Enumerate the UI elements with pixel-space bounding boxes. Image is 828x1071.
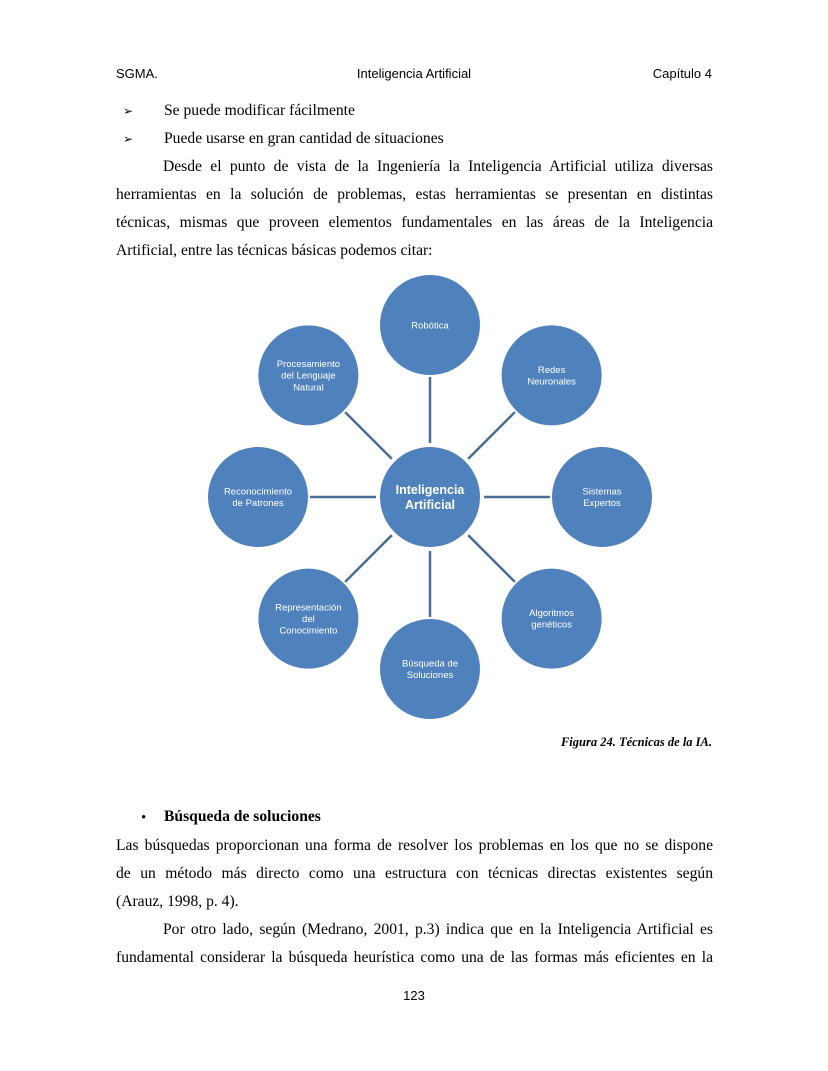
technique-label: Neuronales <box>527 376 576 387</box>
technique-label: Algoritmos <box>529 608 574 619</box>
technique-node <box>501 325 602 426</box>
bullet-item: Se puede modificar fácilmente <box>164 102 355 119</box>
technique-node <box>208 447 308 547</box>
technique-node <box>380 619 480 719</box>
technique-label: de Patrones <box>232 498 283 509</box>
technique-label: Búsqueda de <box>402 659 458 670</box>
technique-label: del Lenguaje <box>281 371 335 382</box>
section-paragraph-2: Por otro lado, según (Medrano, 2001, p.3… <box>116 916 713 972</box>
page-number: 123 <box>403 988 425 1003</box>
center-node <box>380 447 480 547</box>
technique-label: Redes <box>538 365 566 376</box>
bullet-item: Puede usarse en gran cantidad de situaci… <box>164 130 444 147</box>
technique-node <box>258 325 359 426</box>
connector-line <box>344 534 393 583</box>
header-title: Inteligencia Artificial <box>356 66 472 81</box>
technique-label: Representación <box>275 602 342 613</box>
technique-label: Reconocimiento <box>224 487 292 498</box>
diagram-nodes: RobóticaRedesNeuronalesSistemasExpertosA… <box>208 275 652 719</box>
connector-line <box>467 411 516 460</box>
center-label: Artificial <box>405 498 455 512</box>
technique-label: Conocimiento <box>279 626 337 637</box>
arrow-bullet-icon: ➢ <box>123 132 134 146</box>
technique-node <box>501 568 602 669</box>
center-label: Inteligencia <box>396 483 466 497</box>
paragraph-line: de un método más directo como una estruc… <box>116 865 713 882</box>
paragraph-line: fundamental considerar la búsqueda heurí… <box>116 949 713 966</box>
technique-label: Soluciones <box>407 670 454 681</box>
technique-label: del <box>302 614 315 625</box>
technique-label: Sistemas <box>582 487 621 498</box>
technique-label: genéticos <box>531 620 572 631</box>
technique-node <box>258 568 359 669</box>
technique-node <box>552 447 652 547</box>
section-bullet: • <box>141 810 147 826</box>
paragraph-line: Artificial, entre las técnicas básicas p… <box>116 242 433 259</box>
paragraph-line: técnicas, mismas que proveen elementos f… <box>116 214 713 231</box>
connector-line <box>467 534 516 583</box>
intro-paragraph: Desde el punto de vista de la Ingeniería… <box>116 153 713 265</box>
technique-node <box>380 275 480 375</box>
figure-caption: Figura 24. Técnicas de la IA. <box>560 735 712 749</box>
section-paragraph-1: Las búsquedas proporcionan una forma de … <box>116 832 713 916</box>
paragraph-line: Desde el punto de vista de la Ingeniería… <box>163 158 713 175</box>
arrow-bullet-icon: ➢ <box>123 104 134 118</box>
technique-label: Robótica <box>411 320 449 331</box>
diagram-connectors <box>310 377 550 617</box>
technique-label: Natural <box>293 382 324 393</box>
paragraph-line: herramientas en la solución de problemas… <box>116 186 713 203</box>
header-left: SGMA. <box>116 66 158 81</box>
connector-line <box>344 411 393 460</box>
paragraph-line: (Arauz, 1998, p. 4). <box>116 893 239 910</box>
header-chapter: Capítulo 4 <box>652 66 712 81</box>
technique-label: Procesamiento <box>277 359 340 370</box>
section-title: Búsqueda de soluciones <box>164 808 321 825</box>
paragraph-line: Las búsquedas proporcionan una forma de … <box>116 837 713 854</box>
paragraph-line: Por otro lado, según (Medrano, 2001, p.3… <box>163 921 713 938</box>
technique-label: Expertos <box>583 498 621 509</box>
